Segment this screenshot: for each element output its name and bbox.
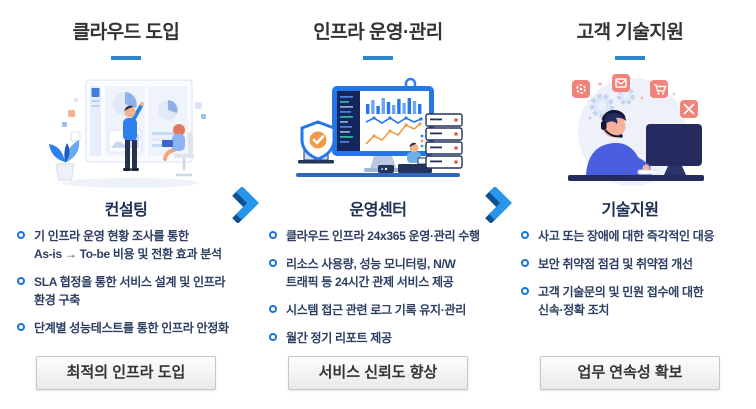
ring-dot-icon (521, 231, 529, 239)
bullet-item: 보안 취약점 점검 및 취약점 개선 (521, 255, 753, 273)
column-title: 클라우드 도입 (72, 22, 180, 43)
bullet-text: 클라우드 인프라 24x365 운영·관리 수행 (286, 229, 480, 243)
bullet-text: SLA 협정을 통한 서비스 설계 및 인프라 환경 구축 (34, 275, 226, 307)
bullet-list: 클라우드 인프라 24x365 운영·관리 수행 리소스 사용량, 성능 모니터… (269, 227, 501, 357)
helpdesk-agent-illustration (568, 74, 704, 186)
bullet-text: 보안 취약점 점검 및 취약점 개선 (538, 257, 693, 271)
bullet-item: 월간 정기 리포트 제공 (269, 329, 501, 347)
outcome-box: 서비스 신뢰도 향상 (288, 356, 468, 390)
ring-dot-icon (269, 231, 277, 239)
mail-icon (612, 74, 630, 92)
bullet-item: SLA 협정을 통한 서비스 설계 및 인프라 환경 구축 (17, 273, 249, 309)
outcome-box: 업무 연속성 확보 (540, 356, 720, 390)
column-title: 고객 기술지원 (576, 22, 684, 43)
bullet-text: 고객 기술문의 및 민원 접수에 대한 신속·정확 조치 (538, 285, 704, 317)
bullet-text: 월간 정기 리포트 제공 (286, 331, 392, 345)
ring-dot-icon (17, 323, 25, 331)
monitoring-illustration (290, 74, 466, 192)
title-underline (111, 56, 141, 60)
bullet-item: 클라우드 인프라 24x365 운영·관리 수행 (269, 227, 501, 245)
bullet-text: 시스템 접근 관련 로그 기록 유지·관리 (286, 303, 466, 317)
ring-dot-icon (269, 259, 277, 267)
gear-icon (572, 80, 590, 98)
outcome-box: 최적의 인프라 도입 (36, 356, 216, 390)
bullet-item: 고객 기술문의 및 민원 접수에 대한 신속·정확 조치 (521, 283, 753, 319)
ring-dot-icon (269, 305, 277, 313)
column-subtitle: 컨설팅 (104, 202, 148, 219)
bullet-item: 사고 또는 장애에 대한 즉각적인 대응 (521, 227, 753, 245)
bullet-item: 리소스 사용량, 성능 모니터링, N/W 트래픽 등 24시간 관제 서비스 … (269, 255, 501, 291)
title-underline (615, 56, 645, 60)
title-underline (363, 56, 393, 60)
bullet-item: 기 인프라 운영 현황 조사를 통한 As-is → To-be 비용 및 전환… (17, 227, 249, 263)
ring-dot-icon (521, 287, 529, 295)
bullet-text: 사고 또는 장애에 대한 즉각적인 대응 (538, 229, 715, 243)
ring-dot-icon (269, 333, 277, 341)
monitoring-center-illustration (296, 77, 463, 177)
column-subtitle: 기술지원 (601, 202, 659, 219)
helpdesk-illustration (542, 74, 718, 192)
consulting-illustration (38, 74, 214, 192)
ring-dot-icon (521, 259, 529, 267)
cart-icon (650, 80, 668, 98)
chevron-right-icon (227, 185, 263, 224)
tools-icon (680, 100, 698, 118)
bullet-list: 사고 또는 장애에 대한 즉각적인 대응 보안 취약점 점검 및 취약점 개선 … (521, 227, 753, 329)
column-tech-support: 고객 기술지원 (504, 0, 756, 409)
column-title: 인프라 운영·관리 (313, 22, 443, 43)
chevron-right-icon (480, 185, 516, 224)
column-infra-operation: 인프라 운영·관리 (252, 0, 504, 409)
bullet-text: 리소스 사용량, 성능 모니터링, N/W 트래픽 등 24시간 관제 서비스 … (286, 257, 456, 289)
bullet-item: 단계별 성능테스트를 통한 인프라 안정화 (17, 319, 249, 337)
column-subtitle: 운영센터 (349, 202, 407, 219)
bullet-text: 기 인프라 운영 현황 조사를 통한 As-is → To-be 비용 및 전환… (34, 229, 222, 261)
bullet-item: 시스템 접근 관련 로그 기록 유지·관리 (269, 301, 501, 319)
bullet-list: 기 인프라 운영 현황 조사를 통한 As-is → To-be 비용 및 전환… (17, 227, 249, 347)
bullet-text: 단계별 성능테스트를 통한 인프라 안정화 (34, 321, 229, 335)
column-cloud-adoption: 클라우드 도입 (0, 0, 252, 409)
ring-dot-icon (17, 231, 25, 239)
ring-dot-icon (17, 277, 25, 285)
consulting-whiteboard-illustration (49, 79, 206, 188)
